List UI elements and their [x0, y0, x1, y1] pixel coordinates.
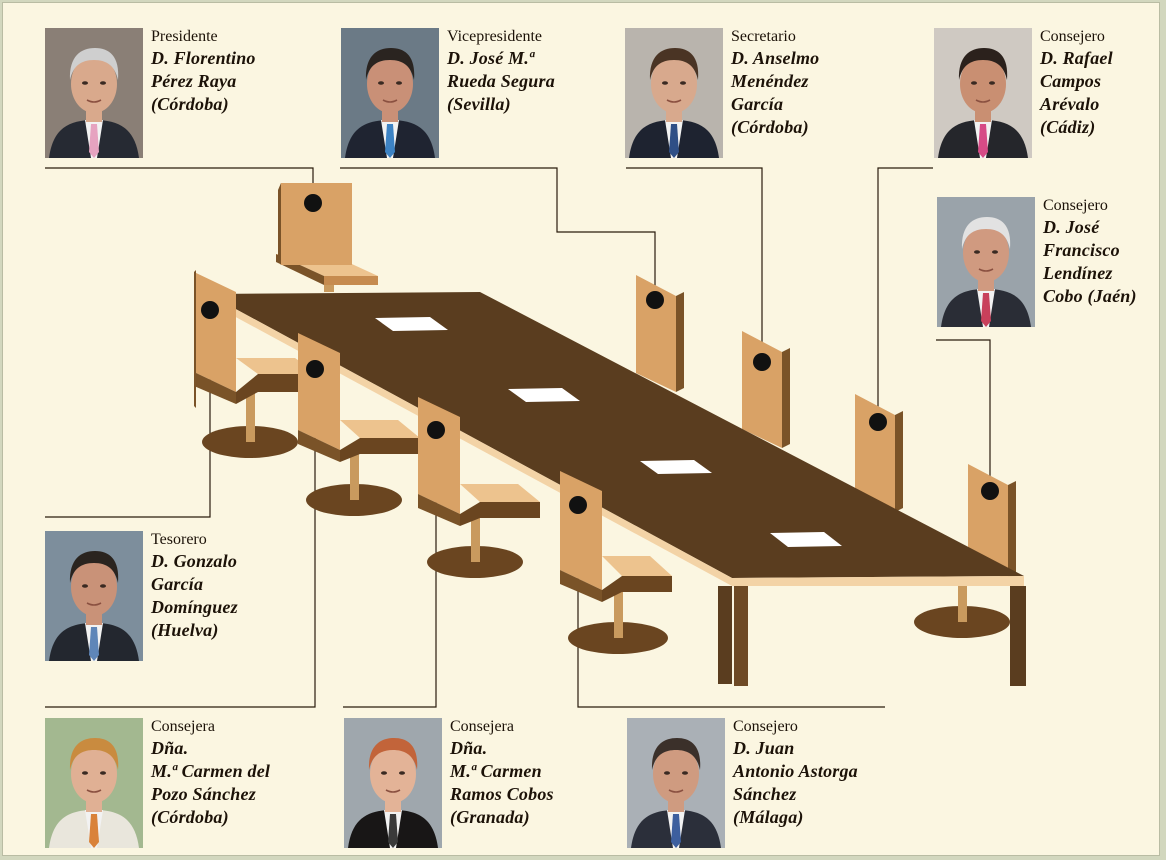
member-role: Tesorero [151, 531, 207, 548]
member-name-line: Campos [1040, 71, 1102, 91]
member-photo [341, 28, 439, 158]
connector-line [45, 311, 211, 518]
seat-marker [201, 301, 219, 319]
seat-marker [569, 496, 587, 514]
seat-marker [306, 360, 324, 378]
member-photo [627, 718, 725, 848]
seat-marker [753, 353, 771, 371]
member-photo [937, 197, 1035, 327]
member-name-line: Dña. [151, 738, 189, 758]
member-role: Consejera [151, 718, 215, 735]
member-name-line: (Granada) [450, 807, 530, 827]
seat-marker [427, 421, 445, 439]
seat-marker [981, 482, 999, 500]
member-role: Consejera [450, 718, 514, 735]
member-name-line: Dña. [450, 738, 488, 758]
member-name-line: M.ª Carmen [450, 761, 542, 781]
member-name-line: (Córdoba) [731, 117, 809, 137]
member-name-line: Menéndez [731, 71, 809, 91]
connector-line [626, 167, 763, 361]
member-name-line: D. Florentino [151, 48, 256, 68]
seat-marker [869, 413, 887, 431]
member-photo [344, 718, 442, 848]
member-role: Presidente [151, 28, 218, 45]
member-name-line: Rueda Segura [447, 71, 555, 91]
member-name-line: D. José [1043, 217, 1100, 237]
member-name-line: Francisco [1043, 240, 1120, 260]
connector-line [45, 167, 314, 201]
member-photo [45, 28, 143, 158]
member-name-line: (Huelva) [151, 620, 219, 640]
seat-marker [304, 194, 322, 212]
member-name-line: Pozo Sánchez [151, 784, 256, 804]
chair-head [276, 183, 378, 292]
member-role: Consejero [1040, 28, 1105, 45]
member-name-line: Cobo (Jaén) [1043, 286, 1137, 306]
connector-line [45, 368, 316, 708]
member-name-line: (Córdoba) [151, 94, 229, 114]
member-name-line: D. José M.ª [447, 48, 534, 68]
member-name-line: (Córdoba) [151, 807, 229, 827]
member-role: Secretario [731, 28, 796, 45]
member-name-line: (Sevilla) [447, 94, 511, 114]
member-photo [45, 531, 143, 661]
member-photo [625, 28, 723, 158]
member-name-line: (Málaga) [733, 807, 804, 827]
member-name-line: Sánchez [733, 784, 797, 804]
member-photo [45, 718, 143, 848]
connector-line [877, 167, 933, 421]
connector-line [936, 339, 991, 490]
seat-marker [646, 291, 664, 309]
member-name-line: Lendínez [1043, 263, 1113, 283]
member-name-line: D. Juan [733, 738, 795, 758]
connector-line [577, 505, 885, 708]
member-name-line: D. Anselmo [731, 48, 820, 68]
member-role: Vicepresidente [447, 28, 542, 45]
seat-markers [201, 194, 999, 514]
chair-bases [202, 392, 1010, 654]
member-role: Consejero [733, 718, 798, 735]
member-name-line: García [731, 94, 784, 114]
member-name-line: Antonio Astorga [733, 761, 858, 781]
member-photo [934, 28, 1032, 158]
member-name-line: M.ª Carmen del [151, 761, 271, 781]
table-legs [718, 586, 1026, 686]
member-name-line: Ramos Cobos [450, 784, 554, 804]
connector-line [343, 430, 437, 708]
member-name-line: Arévalo [1040, 94, 1100, 114]
connector-line [340, 167, 656, 299]
member-name-line: Pérez Raya [151, 71, 237, 91]
member-name-line: D. Gonzalo [151, 551, 238, 571]
member-name-line: D. Rafael [1040, 48, 1113, 68]
member-name-line: Domínguez [151, 597, 238, 617]
member-name-line: García [151, 574, 204, 594]
member-name-line: (Cádiz) [1040, 117, 1096, 137]
member-role: Consejero [1043, 197, 1108, 214]
chairs-left [194, 270, 672, 602]
